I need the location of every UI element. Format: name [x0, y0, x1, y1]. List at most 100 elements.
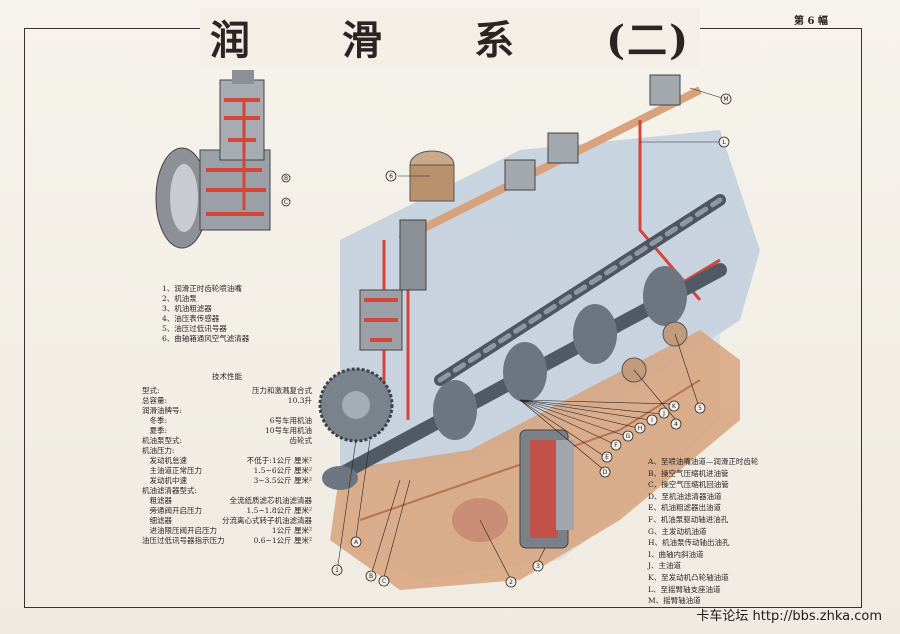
- legend-item: E、机油粗滤器出油道: [648, 503, 721, 513]
- spec-key: 细滤器: [142, 516, 172, 525]
- parts-list: 1、润滑正时齿轮喷油嘴 2、机油泵 3、机油粗滤器 4、油压表传感器 5、油压过…: [162, 284, 249, 344]
- callout-4: 4: [670, 418, 682, 430]
- svg-text:B: B: [284, 175, 288, 182]
- callout-L: L: [718, 136, 730, 148]
- spec-value: 3~3.5公斤 厘米²: [253, 476, 312, 485]
- callout-inset-C: C: [281, 197, 291, 207]
- callout-J: J: [658, 407, 670, 419]
- parts-list-item: 3、机油粗滤器: [162, 304, 212, 313]
- page-title: 润 滑 系 (二): [200, 8, 700, 66]
- spec-value: 10.3升: [287, 396, 312, 405]
- callout-C: C: [378, 575, 390, 587]
- svg-text:J: J: [662, 410, 665, 417]
- piston-cutaway: [359, 219, 427, 351]
- callout-H: H: [634, 422, 646, 434]
- callout-K: K: [668, 400, 680, 412]
- spec-row: 机油滤清器型式:: [142, 486, 312, 496]
- parts-list-item: 4、油压表传感器: [162, 314, 220, 323]
- spec-key: 发动机中速: [142, 476, 187, 485]
- callout-F: F: [610, 439, 622, 451]
- title-char-2: 滑: [342, 17, 385, 64]
- callout-D: D: [599, 466, 611, 478]
- legend-item: M、摇臂轴油道: [648, 596, 701, 606]
- camshaft: [434, 194, 726, 386]
- spec-row: 进油限压阀开启压力 1公斤 厘米²: [142, 526, 312, 536]
- leader-lines: [337, 87, 723, 579]
- legend-item: J、主油道: [648, 561, 682, 571]
- spec-value: 1.5~6公斤 厘米²: [253, 466, 312, 475]
- spec-key: 型式:: [142, 386, 160, 395]
- svg-text:I: I: [651, 417, 653, 424]
- spec-row: 润滑油牌号:: [142, 406, 312, 416]
- svg-text:F: F: [614, 442, 618, 449]
- svg-text:K: K: [672, 403, 677, 410]
- callout-1: 1: [331, 564, 343, 576]
- spec-key: 机油滤清器型式:: [142, 486, 198, 495]
- parts-list-item: 6、曲轴箱通风空气滤清器: [162, 334, 250, 343]
- spec-key: 旁通阀开启压力: [142, 506, 202, 515]
- svg-text:D: D: [603, 469, 608, 476]
- svg-text:C: C: [284, 199, 288, 206]
- spec-value: 全流纸质滤芯机油滤清器: [229, 496, 313, 505]
- legend-item: H、机油泵传动轴出油孔: [648, 538, 730, 548]
- rocker-shaft: [398, 74, 702, 244]
- svg-text:E: E: [605, 454, 609, 461]
- spec-key: 粗滤器: [142, 496, 172, 505]
- spec-value: 不低于:1公斤 厘米²: [246, 456, 312, 465]
- technical-spec: 技术性能 型式:压力和激溅复合式总容量: 10.3升润滑油牌号: 冬季:6号车用机…: [142, 372, 312, 546]
- spec-row: 发动机中速 3~3.5公斤 厘米²: [142, 476, 312, 486]
- spec-key: 油压过低讯号器指示压力: [142, 536, 225, 545]
- spec-value: 10号车用机油: [264, 426, 312, 435]
- timing-gear: [318, 367, 394, 490]
- callout-5: 5: [694, 402, 706, 414]
- spec-rows: 型式:压力和激溅复合式总容量: 10.3升润滑油牌号: 冬季:6号车用机油 夏季:…: [142, 386, 312, 546]
- spec-row: 型式:压力和激溅复合式: [142, 386, 312, 396]
- svg-text:4: 4: [674, 421, 678, 428]
- spec-value: 1.5~1.8公斤 厘米²: [246, 506, 312, 515]
- spec-key: 进油限压阀开启压力: [142, 526, 217, 535]
- callout-3: 3: [532, 560, 544, 572]
- sheet-number: 第 6 幅: [794, 16, 828, 27]
- spec-row: 细滤器分流离心式转子机油滤清器: [142, 516, 312, 526]
- svg-text:A: A: [354, 539, 359, 546]
- legend-item: I、曲轴内斜油道: [648, 549, 704, 559]
- site-watermark[interactable]: 卡车论坛 http://bbs.zhka.com: [696, 609, 882, 624]
- spec-row: 主油道正常压力 1.5~6公斤 厘米²: [142, 466, 312, 476]
- spec-value: 齿轮式: [289, 436, 313, 445]
- spec-row: 总容量: 10.3升: [142, 396, 312, 406]
- oil-filter: [519, 429, 574, 549]
- callout-A: A: [350, 536, 362, 548]
- legend-item: D、至机油滤清器油道: [648, 491, 722, 501]
- callout-2: 2: [505, 576, 517, 588]
- callout-inset-B: B: [281, 173, 291, 183]
- svg-text:3: 3: [536, 563, 540, 570]
- legend-item: L、至摇臂轴支座油道: [648, 584, 721, 594]
- callout-M: M: [720, 93, 732, 105]
- svg-text:5: 5: [698, 405, 702, 412]
- callout-B: B: [365, 570, 377, 582]
- callout-6: 6: [385, 170, 397, 182]
- spec-key: 主油道正常压力: [142, 466, 202, 475]
- spec-key: 润滑油牌号:: [142, 406, 183, 415]
- legend-item: C、操空气压缩机回油管: [648, 480, 729, 490]
- svg-text:B: B: [369, 573, 373, 580]
- spec-value: 1公斤 厘米²: [271, 526, 312, 535]
- spec-key: 机油泵型式:: [142, 436, 183, 445]
- spec-key: 夏季:: [142, 426, 168, 435]
- spec-key: 总容量:: [142, 396, 168, 405]
- svg-text:C: C: [382, 578, 386, 585]
- svg-text:M: M: [723, 96, 728, 103]
- svg-text:1: 1: [335, 567, 339, 574]
- legend: A、至喷油嘴油道—润滑正时齿轮 B、操空气压缩机进油管 C、操空气压缩机回油管 …: [648, 456, 758, 607]
- parts-list-item: 5、油压过低讯号器: [162, 324, 227, 333]
- title-char-4: (二): [606, 17, 690, 64]
- parts-list-item: 2、机油泵: [162, 294, 197, 303]
- spec-row: 冬季:6号车用机油: [142, 416, 312, 426]
- spec-heading: 技术性能: [212, 372, 242, 381]
- title-char-3: 系: [474, 17, 517, 64]
- callout-G: G: [622, 430, 634, 442]
- svg-text:6: 6: [389, 173, 393, 180]
- spec-key: 冬季:: [142, 416, 168, 425]
- parts-list-item: 1、润滑正时齿轮喷油嘴: [162, 284, 242, 293]
